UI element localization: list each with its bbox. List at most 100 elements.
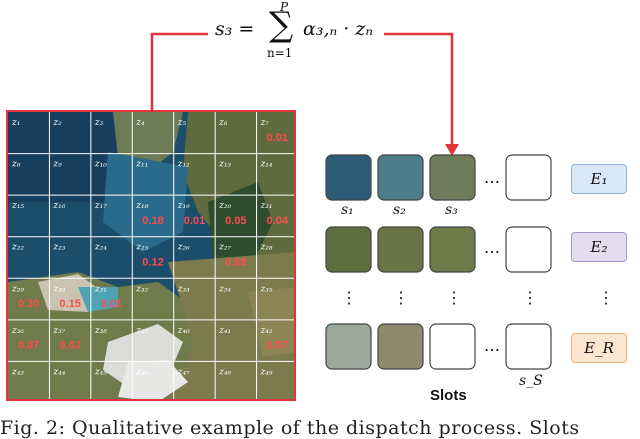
- vdots-col1: ⋮: [341, 288, 357, 307]
- patch-label: z₃₅: [260, 284, 273, 294]
- attention-weight: 0.04: [267, 215, 289, 227]
- attention-weight: 0.01: [101, 298, 122, 310]
- patch-label: z₆: [218, 118, 228, 128]
- patch-label: z₃₃: [177, 284, 190, 294]
- vdots-experts: ⋮: [598, 288, 614, 307]
- slot-box: [378, 324, 423, 369]
- slot-box: [506, 155, 551, 200]
- slot-box: [378, 155, 423, 200]
- patch-label: z₉: [52, 160, 62, 170]
- slot-label-s3: s₃: [445, 202, 458, 218]
- patch-label: z₄₉: [260, 367, 273, 377]
- slots-caption: Slots: [430, 387, 467, 404]
- patch-label: z₃₀: [52, 284, 65, 294]
- patch-label: z₄: [135, 118, 145, 128]
- patch-label: z₃₈: [94, 326, 107, 336]
- slot-ellipsis-row3: …: [484, 336, 500, 355]
- patch-label: z₂₃: [52, 243, 65, 253]
- patch-label: z₁₃: [218, 160, 231, 170]
- patch-label: z₄₇: [177, 367, 190, 377]
- attention-weight: 0.12: [142, 257, 163, 269]
- patch-label: z₁: [11, 118, 20, 128]
- slot-box: [378, 227, 423, 272]
- patch-label: z₂₇: [218, 243, 231, 253]
- expert-e2: E₂: [571, 232, 627, 262]
- vdots-col3: ⋮: [446, 288, 462, 307]
- patch-label: z₁₁: [135, 160, 148, 170]
- attention-weight: 0.01: [267, 132, 288, 144]
- slot-box: [506, 227, 551, 272]
- patch-label: z₁₇: [94, 201, 107, 211]
- connector-right-line: [384, 34, 452, 148]
- slot-box: [326, 155, 371, 200]
- patch-label: z₃₂: [135, 284, 148, 294]
- slot-box: [430, 155, 475, 200]
- formula-rhs: α₃,ₙ · zₙ: [303, 18, 373, 40]
- patch-label: z₄₈: [218, 367, 231, 377]
- patch-label: z₂₈: [260, 243, 273, 253]
- attention-weight: 0.18: [142, 215, 163, 227]
- patch-label: z₁₄: [260, 160, 273, 170]
- patch-label: z₈: [11, 160, 21, 170]
- patch-grid: z₁ z₂ z₃ z₄ z₅ z₆ z₇ z₈ z₉ z₁₀ z₁₁ z₁₂ z₁₃ z₁₄ z₁₅ z₁₆ z…: [8, 112, 296, 401]
- patch-label: z₄₆: [135, 367, 148, 377]
- vdots-col4: ⋮: [522, 288, 538, 307]
- patch-label: z₂₀: [218, 201, 231, 211]
- patch-label: z₂₁: [260, 201, 273, 211]
- sum-upper-limit: P: [280, 0, 288, 14]
- slot-ellipsis-row2: …: [484, 238, 500, 257]
- patch-label: z₁₀: [94, 160, 107, 170]
- patch-label: z₄₃: [11, 367, 24, 377]
- patch-label: z₃₉: [135, 326, 148, 336]
- attention-weight: 0.05: [225, 215, 246, 227]
- formula-lhs: s₃ =: [215, 18, 254, 40]
- patch-label: z₄₅: [94, 367, 107, 377]
- attention-weight: 0.08: [225, 257, 246, 269]
- satellite-image: z₁ z₂ z₃ z₄ z₅ z₆ z₇ z₈ z₉ z₁₀ z₁₁ z₁₂ z₁₃ z₁₄ z₁₅ z₁₆ z…: [6, 110, 296, 401]
- patch-label: z₃₆: [11, 326, 24, 336]
- expert-er: E_R: [571, 333, 627, 363]
- attention-weight: 0.01: [184, 215, 205, 227]
- patch-label: z₄₄: [52, 367, 65, 377]
- attention-weight: 0.03: [59, 340, 80, 352]
- patch-label: z₂₉: [11, 284, 24, 294]
- patch-label: z₁₆: [52, 201, 65, 211]
- expert-e1: E₁: [571, 164, 627, 194]
- patch-label: z₄₂: [260, 326, 273, 336]
- patch-label: z₁₈: [135, 201, 148, 211]
- patch-label: z₂: [52, 118, 62, 128]
- slot-box: [430, 324, 475, 369]
- slot-label-s2: s₂: [393, 202, 406, 218]
- patch-label: z₂₄: [94, 243, 107, 253]
- patch-label: z₁₂: [177, 160, 190, 170]
- slot-box: [326, 227, 371, 272]
- slot-ellipsis-row1: …: [484, 168, 500, 187]
- patch-label: z₂₂: [11, 243, 24, 253]
- patch-label: z₂₅: [135, 243, 148, 253]
- attention-weight: 0.30: [18, 298, 39, 310]
- patch-label: z₇: [260, 118, 270, 128]
- dispatch-formula: s₃ = ∑ P n=1 α₃,ₙ · zₙ: [215, 2, 390, 62]
- attention-weight: 0.07: [267, 340, 288, 352]
- slot-box: [506, 324, 551, 369]
- patch-label: z₂₆: [177, 243, 190, 253]
- slot-box: [326, 324, 371, 369]
- attention-weight: 0.15: [59, 298, 80, 310]
- patch-label: z₅: [177, 118, 187, 128]
- connector-left-line: [152, 34, 208, 110]
- patch-label: z₃₇: [52, 326, 65, 336]
- figure-caption: Fig. 2: Qualitative example of the dispa…: [0, 417, 640, 439]
- patch-label: z₄₁: [218, 326, 231, 336]
- patch-label: z₃: [94, 118, 104, 128]
- slot-label-sS: s_S: [519, 373, 543, 389]
- patch-label: z₃₄: [218, 284, 231, 294]
- patch-label: z₁₉: [177, 201, 190, 211]
- vdots-col2: ⋮: [393, 288, 409, 307]
- sum-lower-limit: n=1: [267, 46, 292, 60]
- arrow-head-icon: [445, 144, 459, 156]
- patch-label: z₄₀: [177, 326, 190, 336]
- slot-box: [430, 227, 475, 272]
- attention-weight: 0.07: [18, 340, 39, 352]
- patch-label: z₁₅: [11, 201, 24, 211]
- slot-label-s1: s₁: [341, 202, 354, 218]
